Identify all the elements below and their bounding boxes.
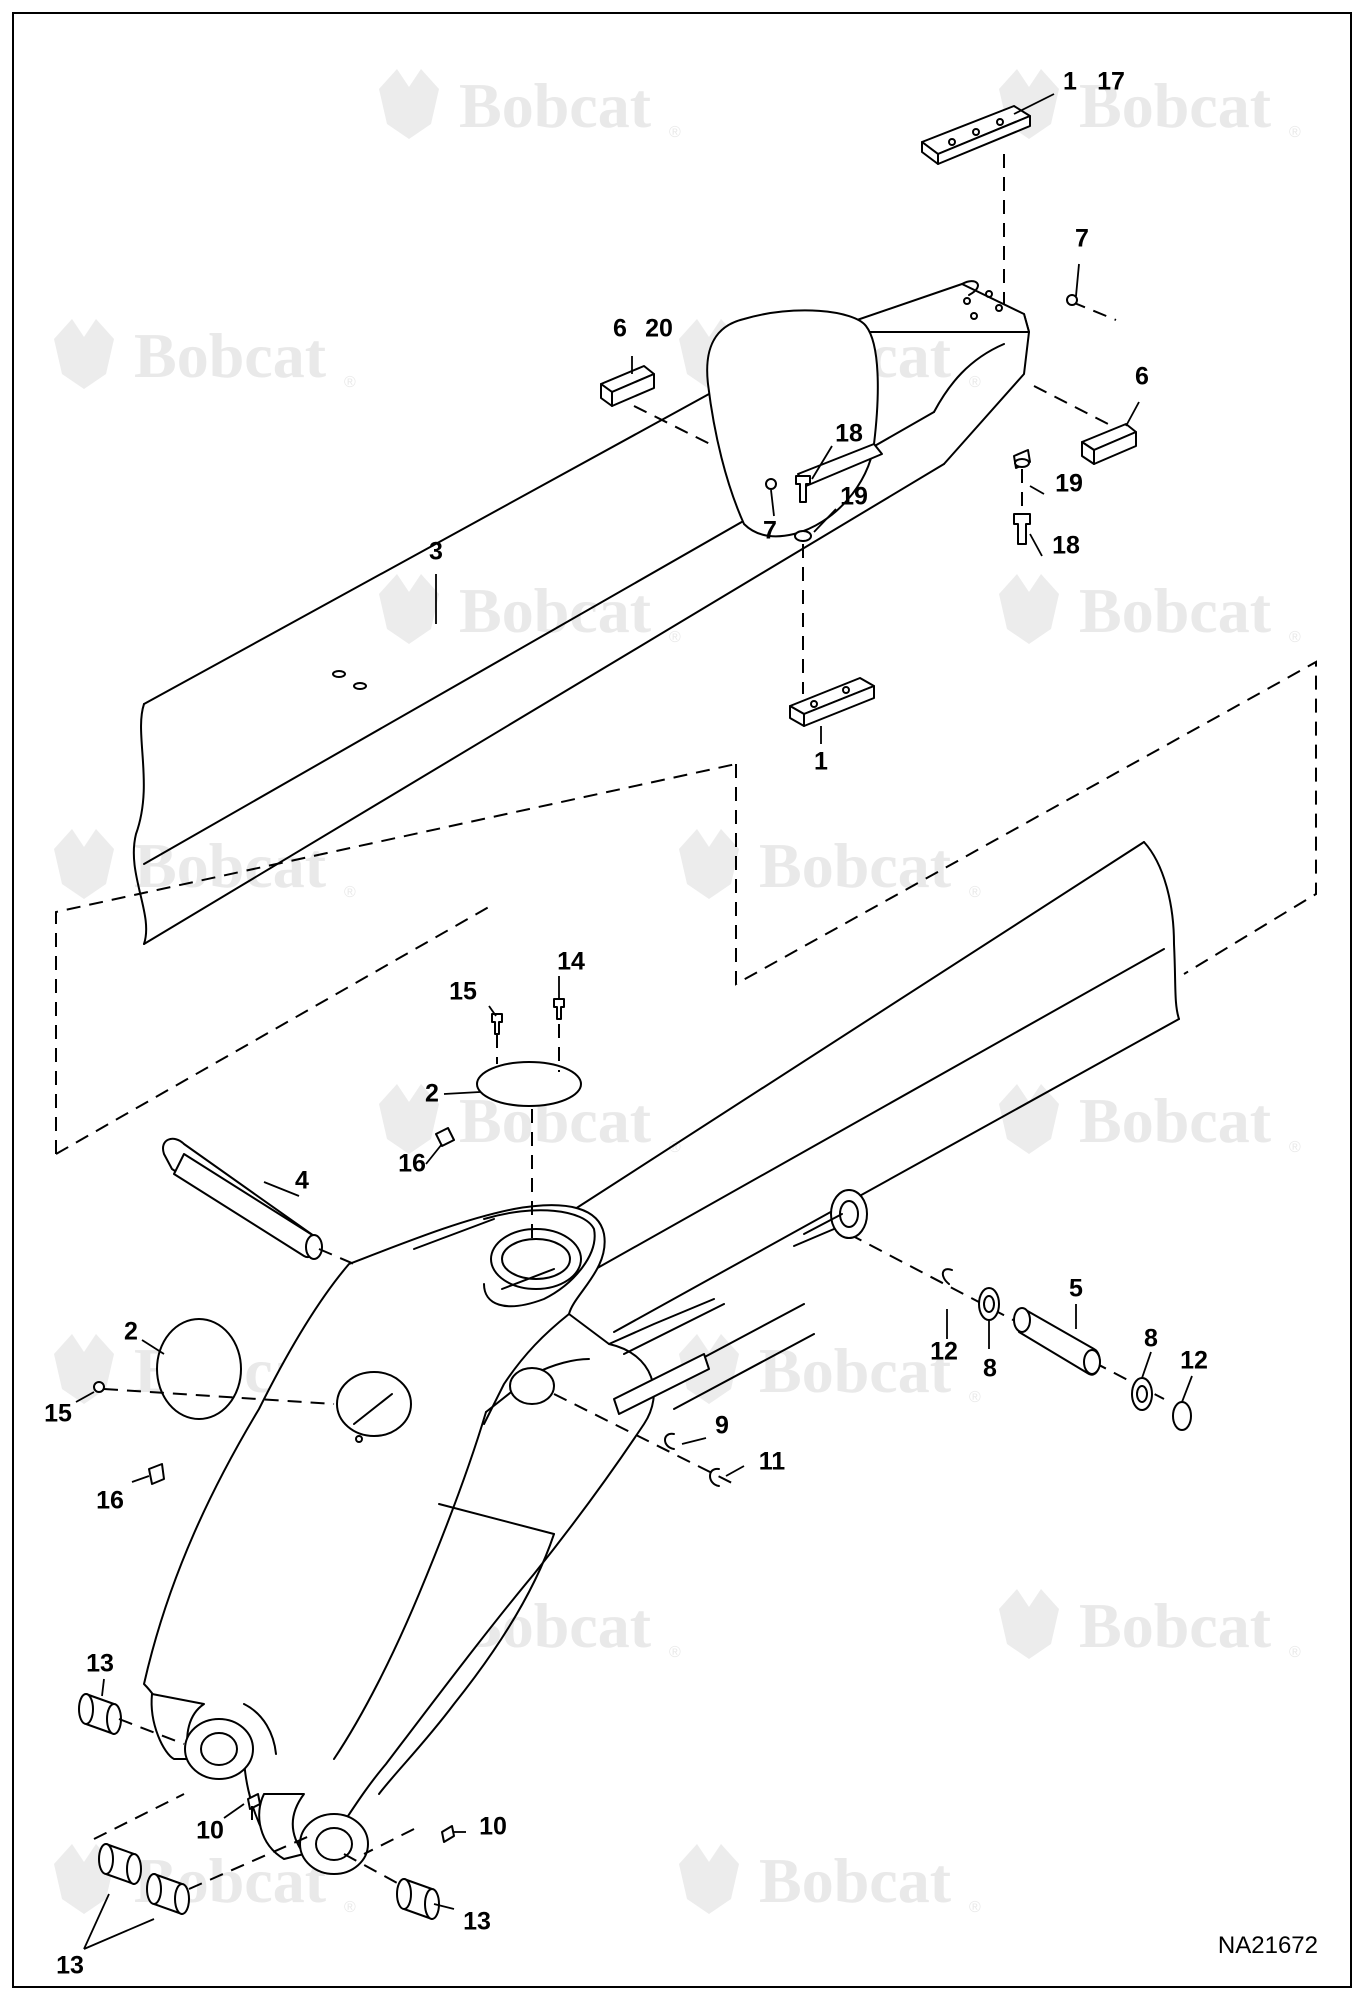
callout-12-right: 12 <box>1180 1346 1208 1375</box>
cover-plate-2-left <box>156 1318 242 1420</box>
callout-6-left: 6 <box>613 314 627 343</box>
svg-text:Bobcat: Bobcat <box>1079 575 1272 646</box>
callout-7-top: 7 <box>1075 224 1089 253</box>
svg-text:Bobcat: Bobcat <box>1079 70 1272 141</box>
svg-text:Bobcat: Bobcat <box>459 70 652 141</box>
callout-13-upper: 13 <box>86 1649 114 1678</box>
callout-13-lower: 13 <box>56 1951 84 1980</box>
callout-17: 17 <box>1097 67 1125 96</box>
dipper-arm-upper <box>132 280 1030 945</box>
pivot-pin-4 <box>162 1137 323 1260</box>
svg-text:Bobcat: Bobcat <box>759 1845 952 1916</box>
svg-text:Bobcat: Bobcat <box>459 575 652 646</box>
svg-text:®: ® <box>969 1389 981 1406</box>
svg-text:Bobcat: Bobcat <box>134 830 327 901</box>
svg-text:Bobcat: Bobcat <box>1079 1085 1272 1156</box>
svg-text:®: ® <box>969 374 981 391</box>
callout-16-left: 16 <box>96 1486 124 1515</box>
callout-1-top: 1 <box>1063 67 1077 96</box>
exploded-parts-drawing: Bobcat® Bobcat® Bobcat® Bobcat® Bobcat® … <box>54 69 1317 1950</box>
svg-text:Bobcat: Bobcat <box>134 320 327 391</box>
svg-text:Bobcat: Bobcat <box>1079 1590 1272 1661</box>
callout-9: 9 <box>715 1411 729 1440</box>
svg-text:®: ® <box>1289 629 1301 646</box>
svg-text:®: ® <box>669 1644 681 1661</box>
callout-4: 4 <box>295 1166 309 1195</box>
svg-text:®: ® <box>344 884 356 901</box>
bushing-13-right <box>396 1878 440 1920</box>
wear-pad-top <box>921 105 1031 165</box>
parts-diagram-frame: Bobcat® Bobcat® Bobcat® Bobcat® Bobcat® … <box>12 12 1352 1988</box>
callout-leaders <box>75 93 1193 1950</box>
callout-12-left: 12 <box>930 1337 958 1366</box>
wear-pad-right <box>1081 423 1137 465</box>
svg-text:Bobcat: Bobcat <box>759 1335 952 1406</box>
svg-text:®: ® <box>969 884 981 901</box>
callout-10-right: 10 <box>479 1812 507 1841</box>
callout-10-left: 10 <box>196 1816 224 1845</box>
callout-15-top: 15 <box>449 977 477 1006</box>
svg-text:Bobcat: Bobcat <box>759 830 952 901</box>
callout-15-left: 15 <box>44 1399 72 1428</box>
callout-18-right: 18 <box>1052 531 1080 560</box>
callout-18-center: 18 <box>835 419 863 448</box>
callout-8-right: 8 <box>1144 1324 1158 1353</box>
bolt-7-top-icon <box>1066 294 1078 306</box>
wear-pad-left <box>600 365 655 407</box>
callout-3: 3 <box>429 537 443 566</box>
callout-13-right: 13 <box>463 1907 491 1936</box>
callout-11: 11 <box>758 1447 786 1476</box>
svg-text:®: ® <box>1289 1644 1301 1661</box>
callout-19-right: 19 <box>1055 469 1083 498</box>
figure-code: NA21672 <box>1217 1932 1318 1959</box>
callout-7-center: 7 <box>763 516 777 545</box>
callout-2-left: 2 <box>124 1317 138 1346</box>
callout-1-lower: 1 <box>814 747 828 776</box>
callout-19-center: 19 <box>840 482 868 511</box>
callout-8-left: 8 <box>983 1354 997 1383</box>
svg-text:®: ® <box>669 124 681 141</box>
pin-5 <box>1013 1307 1101 1376</box>
svg-text:®: ® <box>669 629 681 646</box>
bushing-13-upper <box>78 1693 122 1735</box>
svg-text:®: ® <box>1289 1139 1301 1156</box>
boom-lower <box>143 841 1180 1875</box>
bushing-13-lower-a <box>98 1843 142 1885</box>
callout-20: 20 <box>645 314 673 343</box>
callout-2-top: 2 <box>425 1079 439 1108</box>
svg-text:®: ® <box>344 1899 356 1916</box>
svg-text:®: ® <box>344 374 356 391</box>
cover-plate-2-top <box>476 1061 582 1107</box>
svg-text:®: ® <box>969 1899 981 1916</box>
callout-5: 5 <box>1069 1274 1083 1303</box>
wear-pad-lower <box>789 677 875 727</box>
callout-6-right: 6 <box>1135 362 1149 391</box>
svg-text:®: ® <box>1289 124 1301 141</box>
callout-14: 14 <box>557 947 585 976</box>
callout-16-top: 16 <box>398 1149 426 1178</box>
bushing-13-lower-b <box>146 1873 190 1915</box>
